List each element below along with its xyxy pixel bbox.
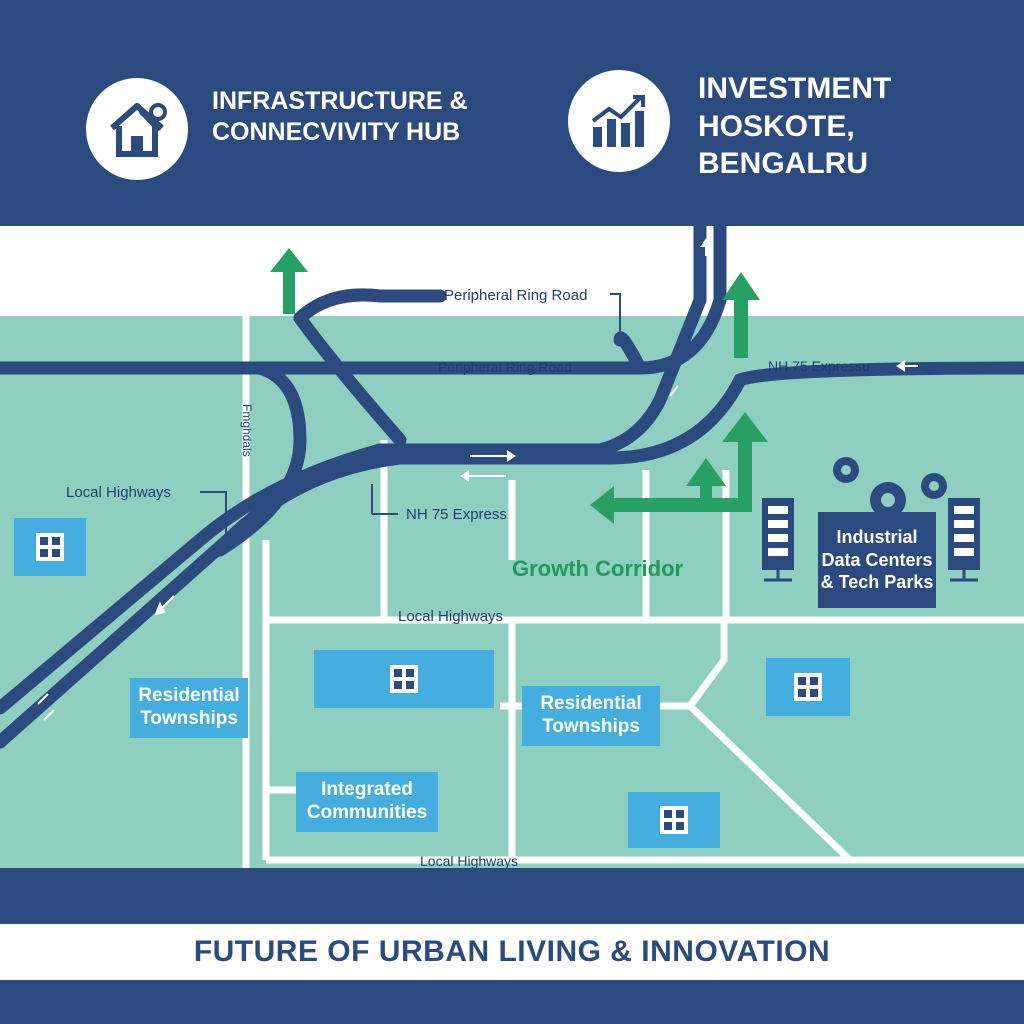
building-icon [36,533,64,561]
top-strip [0,226,1024,318]
label-vertical-road: Fmghdals [240,404,254,457]
building-icon [390,665,418,693]
footer-title: FUTURE OF URBAN LIVING & INNOVATION [193,935,831,968]
highways [0,219,1024,749]
building-block [628,792,720,848]
house-tools-icon [86,78,188,180]
building-block [14,518,86,576]
leader-lines [200,293,621,540]
building-icon [660,806,688,834]
road-network [0,219,1024,870]
building-block [766,658,850,716]
label-nh75-center: NH 75 Express [406,506,507,523]
label-peripheral-ring-road-mid: Peripheral Ring Road [438,359,572,375]
label-peripheral-ring-road-top: Peripheral Ring Road [444,287,588,304]
header-right-title: INVESTMENT HOSKOTE, BENGALRU [698,72,892,180]
direction-arrows [37,238,918,721]
industrial-icons [762,457,980,582]
label-nh75-right: NH 75 Expressu [768,358,870,374]
growth-arrows [270,248,768,524]
footer-band-bottom [0,980,1024,1024]
label-local-highways-left: Local Highways [66,484,172,501]
header-left-title: INFRASTRUCTURE & CONNECVIVITY HUB [212,87,468,147]
growth-chart-icon [568,70,670,172]
industrial-data-centers-box: Industrial Data Centers & Tech Parks [818,512,936,608]
footer-band-top [0,868,1024,924]
building-block [314,650,494,708]
server-icon [762,498,794,582]
building-icon [794,673,822,701]
label-growth-corridor: Growth Corridor [512,556,684,581]
server-icon [948,498,980,582]
footer: FUTURE OF URBAN LIVING & INNOVATION [0,924,1024,980]
label-local-highways-bottom: Local Highways [420,853,519,869]
label-local-highways-center: Local Highways [398,608,504,625]
